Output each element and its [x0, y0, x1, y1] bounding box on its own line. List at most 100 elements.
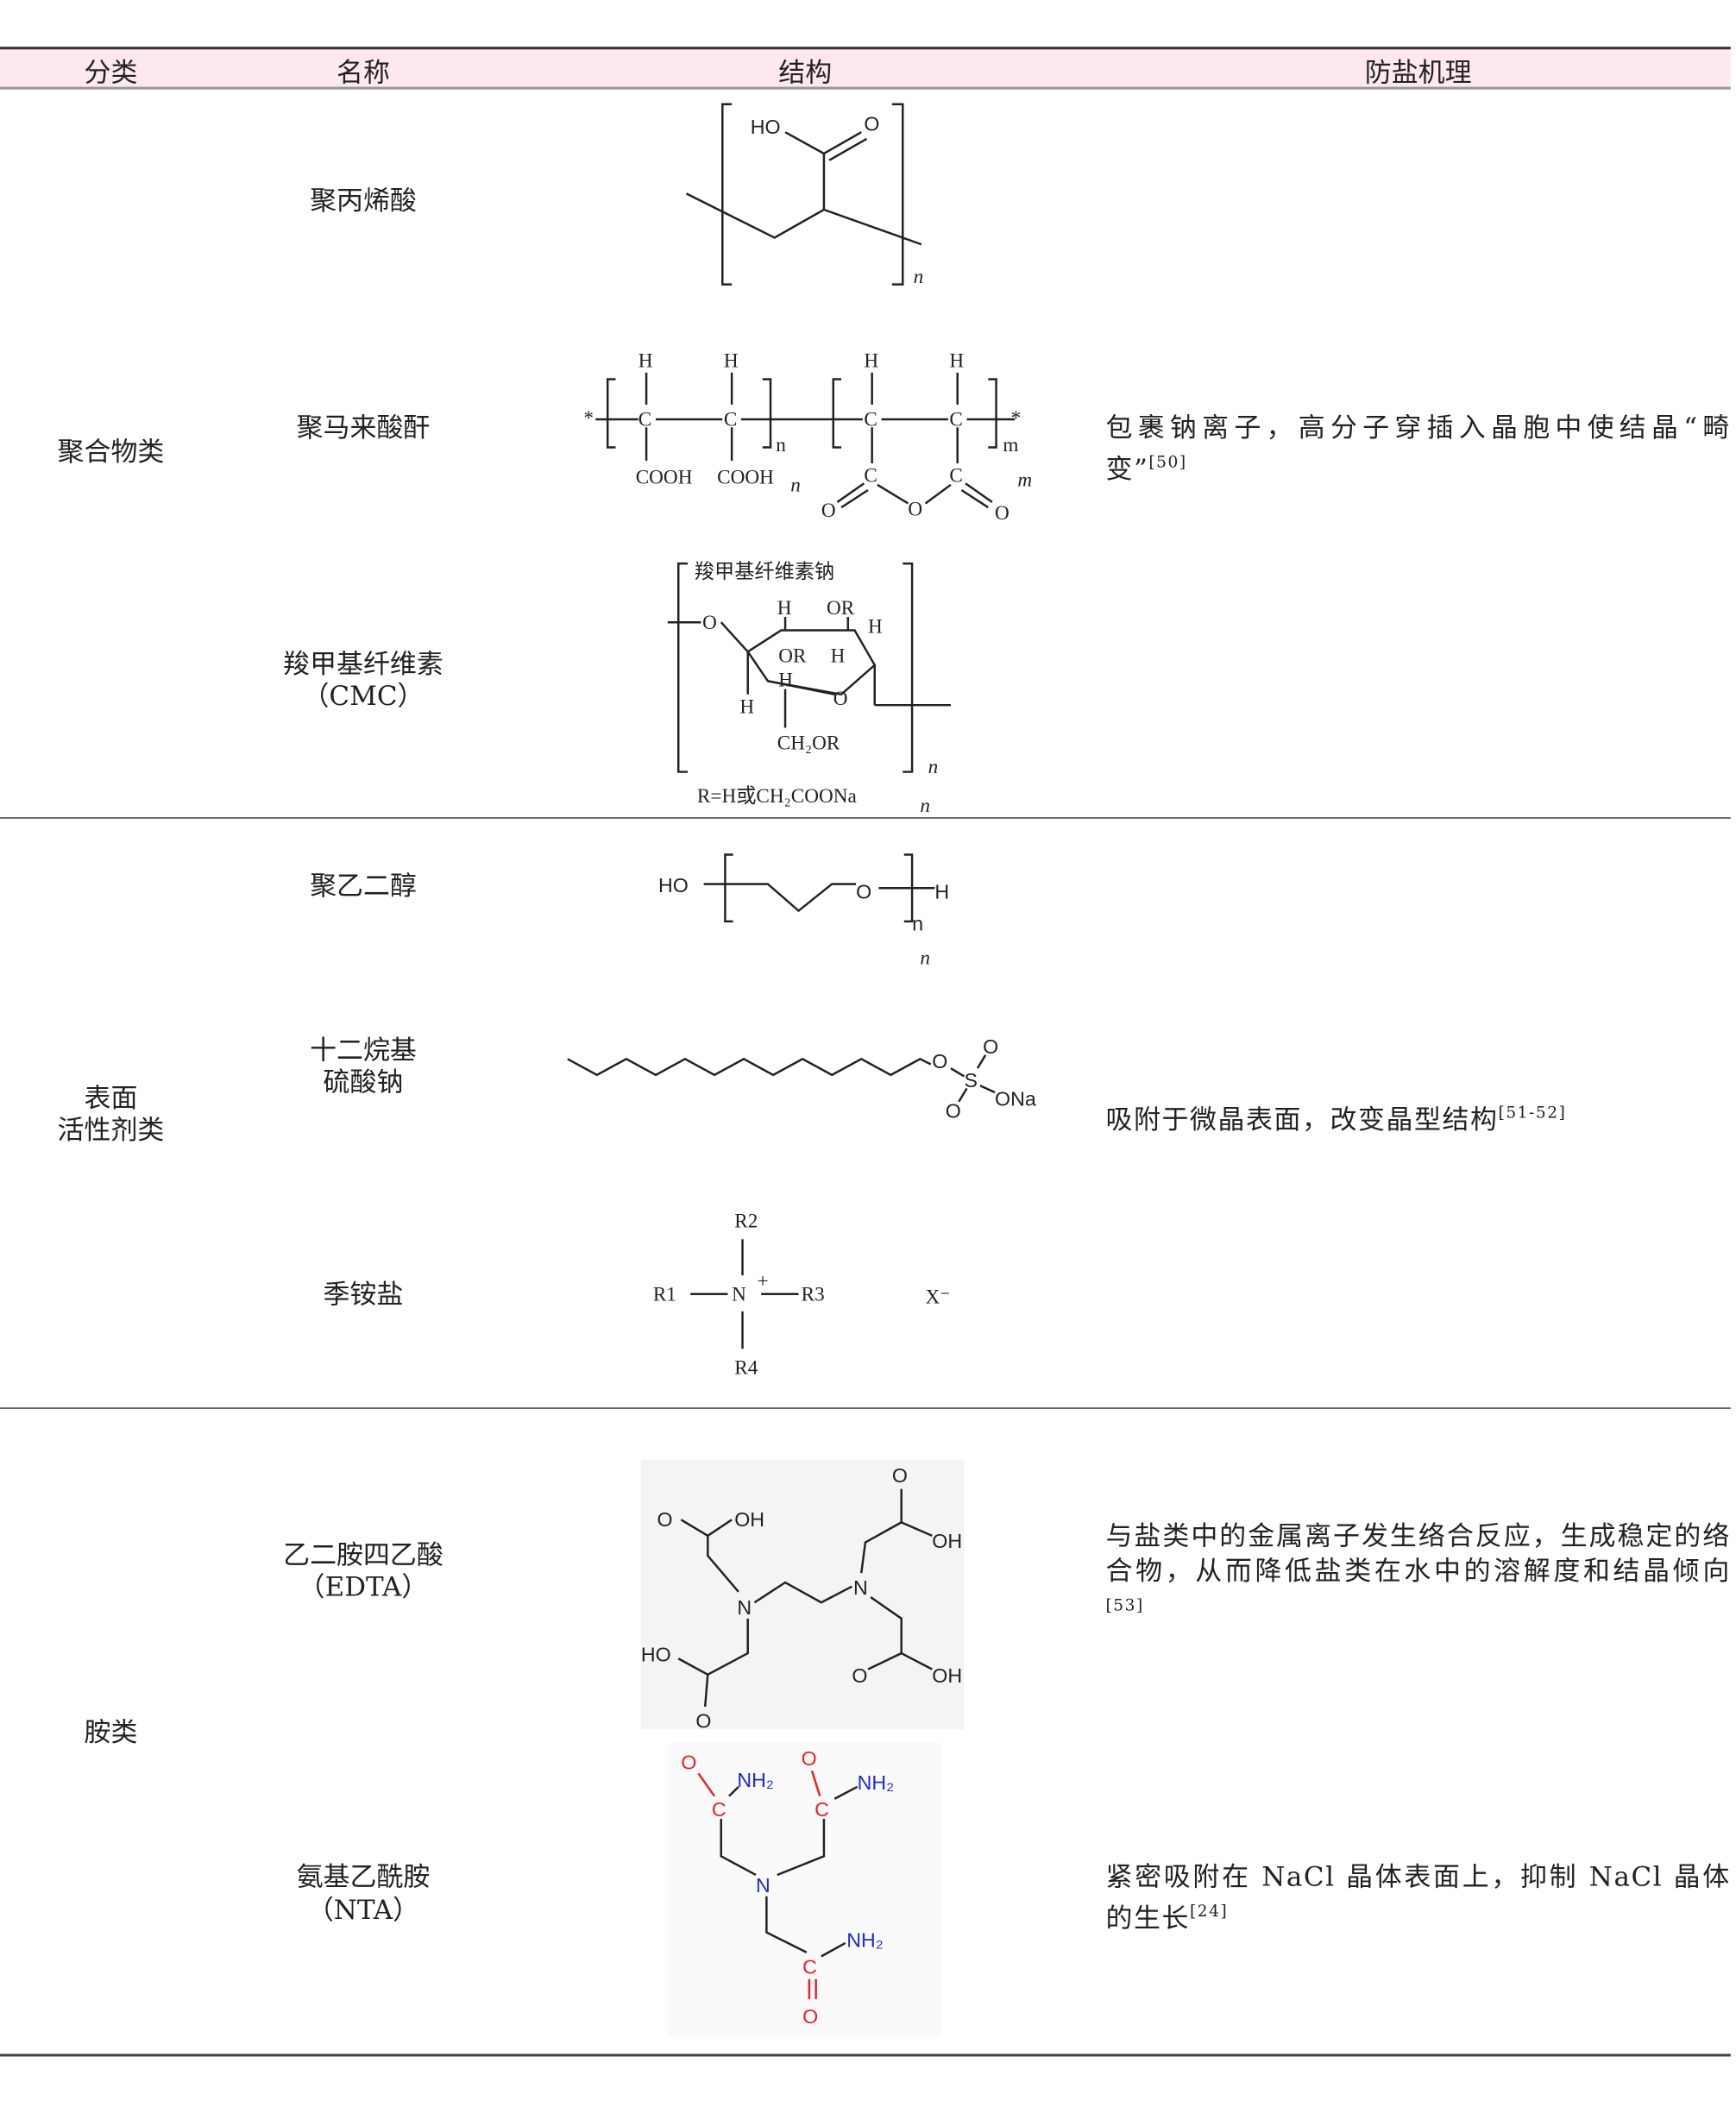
- svg-text:H: H: [949, 350, 964, 373]
- name-edta: 乙二胺四乙酸: [283, 1538, 443, 1571]
- structure-paa: HO O n: [685, 103, 924, 288]
- svg-text:R2: R2: [734, 1210, 758, 1232]
- svg-text:O: O: [681, 1752, 696, 1774]
- structure-sds: O S O O ONa: [567, 1035, 1036, 1122]
- structure-peg: HO O H n n: [658, 853, 949, 969]
- svg-text:O: O: [802, 2005, 818, 2028]
- svg-text:S: S: [964, 1069, 977, 1091]
- svg-text:O: O: [856, 881, 871, 903]
- group-divider: [0, 817, 1731, 819]
- svg-text:H: H: [724, 350, 739, 373]
- name-sds-2: 硫酸钠: [323, 1066, 404, 1098]
- mechanism-edta: 与盐类中的金属离子发生络合反应，生成稳定的络合物，从而降低盐类在水中的溶解度和结…: [1105, 1519, 1731, 1615]
- svg-text:OR: OR: [827, 597, 855, 620]
- svg-text:H: H: [831, 645, 846, 668]
- mechanism-surfactant: 吸附于微晶表面，改变晶型结构[51-52]: [1105, 1103, 1567, 1135]
- svg-text:ONa: ONa: [995, 1087, 1036, 1110]
- category-surfactant-2: 活性剂类: [57, 1113, 165, 1146]
- svg-text:N: N: [853, 1576, 868, 1599]
- svg-text:NH₂: NH₂: [846, 1929, 884, 1952]
- svg-text:O: O: [908, 498, 922, 520]
- svg-text:H: H: [777, 597, 792, 620]
- svg-text:H: H: [638, 350, 653, 373]
- svg-text:C: C: [949, 409, 962, 431]
- svg-text:O: O: [932, 1050, 947, 1073]
- name-cmc-abbr: （CMC）: [302, 679, 425, 712]
- svg-text:X⁻: X⁻: [926, 1286, 951, 1309]
- svg-text:OR: OR: [778, 645, 807, 668]
- header-category: 分类: [84, 56, 138, 89]
- svg-text:O: O: [892, 1464, 908, 1487]
- mechanism-nta: 紧密吸附在 NaCl 晶体表面上，抑制 NaCl 晶体的生长[24]: [1105, 1859, 1731, 1934]
- mechanism-polymer: 包裹钠离子，高分子穿插入晶胞中使结晶“畸变”[50]: [1105, 411, 1731, 485]
- svg-text:n: n: [776, 434, 786, 456]
- name-nta: 氨基乙酰胺: [296, 1859, 431, 1893]
- group-divider: [0, 1407, 1731, 1409]
- svg-text:R4: R4: [734, 1357, 758, 1380]
- structure-edta: N N O OH HO O O OH O OH: [640, 1459, 965, 1733]
- svg-text:m: m: [1003, 434, 1018, 456]
- svg-text:R=H或CH₂COONa: R=H或CH₂COONa: [697, 785, 857, 808]
- svg-text:n: n: [928, 756, 939, 778]
- svg-text:O: O: [852, 1664, 867, 1687]
- name-peg: 聚乙二醇: [310, 869, 417, 902]
- svg-text:H: H: [778, 670, 793, 692]
- svg-text:O: O: [702, 612, 717, 634]
- svg-text:O: O: [657, 1508, 672, 1531]
- svg-text:C: C: [802, 1956, 817, 1978]
- category-surfactant: 表面: [84, 1081, 138, 1114]
- svg-text:C: C: [724, 409, 737, 431]
- svg-text:COOH: COOH: [636, 466, 693, 488]
- svg-text:*: *: [1011, 407, 1022, 430]
- svg-text:H: H: [868, 616, 883, 638]
- svg-text:O: O: [821, 500, 836, 522]
- svg-text:N: N: [756, 1874, 771, 1897]
- svg-text:R3: R3: [802, 1283, 825, 1305]
- svg-text:O: O: [983, 1035, 998, 1058]
- paa-ho-label: HO: [751, 116, 781, 138]
- header-name: 名称: [337, 56, 390, 89]
- svg-text:n: n: [912, 913, 923, 935]
- svg-text:N: N: [737, 1596, 752, 1619]
- structure-nta: N C O NH₂ C O NH₂ C NH₂ O: [667, 1742, 942, 2037]
- svg-text:H: H: [739, 695, 754, 718]
- svg-text:O: O: [695, 1710, 711, 1733]
- svg-text:OH: OH: [932, 1664, 962, 1687]
- category-polymer: 聚合物类: [57, 435, 165, 468]
- paa-o-label: O: [864, 113, 879, 135]
- svg-text:C: C: [864, 465, 877, 488]
- name-paa: 聚丙烯酸: [310, 184, 417, 217]
- svg-text:NH₂: NH₂: [858, 1771, 895, 1794]
- category-amine: 胺类: [84, 1715, 138, 1748]
- svg-text:羧甲基纤维素钠: 羧甲基纤维素钠: [695, 561, 834, 583]
- svg-text:COOH: COOH: [717, 466, 774, 488]
- svg-text:N: N: [732, 1283, 746, 1305]
- svg-text:O: O: [995, 502, 1010, 525]
- svg-text:OH: OH: [932, 1530, 962, 1552]
- name-cmc: 羧甲基纤维素: [283, 647, 443, 680]
- svg-text:m: m: [1017, 469, 1032, 491]
- name-pma: 聚马来酸酐: [296, 411, 431, 443]
- svg-text:H: H: [934, 881, 949, 903]
- name-edta-abbr: （EDTA）: [298, 1570, 429, 1603]
- header-mechanism: 防盐机理: [1364, 56, 1472, 89]
- name-nta-abbr: （NTA）: [306, 1893, 420, 1926]
- svg-text:OH: OH: [734, 1508, 764, 1531]
- name-quat: 季铵盐: [323, 1278, 404, 1311]
- svg-text:HO: HO: [641, 1643, 671, 1665]
- svg-text:*: *: [583, 407, 594, 430]
- svg-text:C: C: [864, 409, 877, 431]
- paa-n-label: n: [914, 266, 924, 288]
- svg-text:n: n: [790, 475, 801, 497]
- svg-text:O: O: [946, 1099, 961, 1122]
- svg-text:O: O: [833, 688, 848, 710]
- svg-text:O: O: [802, 1747, 817, 1770]
- svg-text:C: C: [638, 409, 651, 431]
- svg-text:HO: HO: [658, 874, 689, 896]
- svg-text:C: C: [712, 1798, 726, 1821]
- svg-text:C: C: [815, 1798, 829, 1821]
